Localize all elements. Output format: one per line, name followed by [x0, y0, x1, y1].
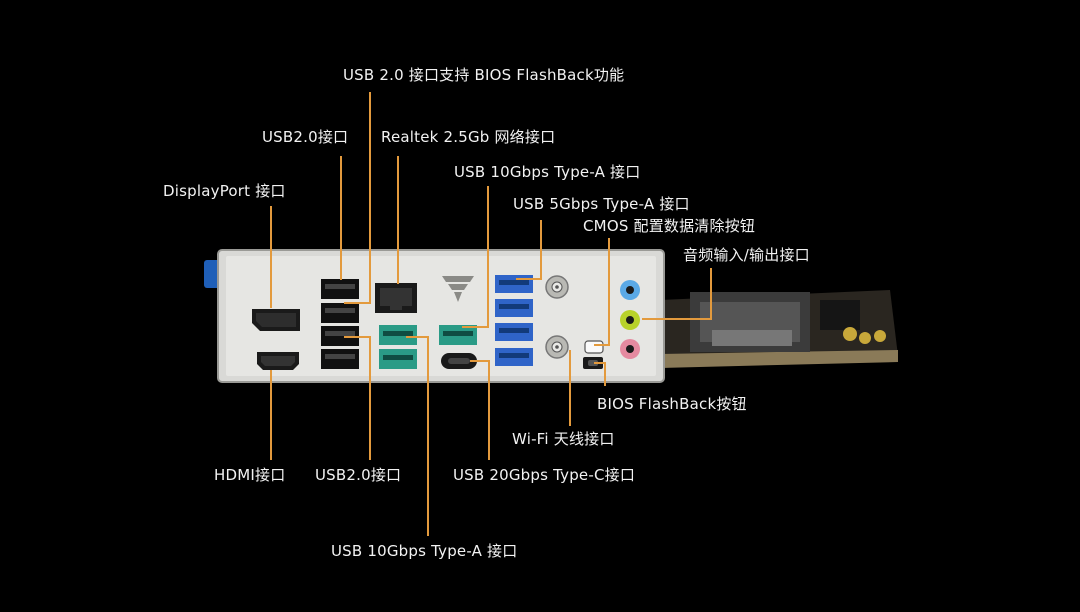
callout-line: [594, 344, 610, 346]
audio-jack-icon: [620, 280, 640, 300]
callout-line: [344, 302, 371, 304]
callout-line: [462, 326, 489, 328]
callout-line: [406, 336, 429, 338]
label-audio: 音频输入/输出接口: [683, 246, 810, 264]
logo-icon: [442, 276, 474, 302]
callout-line: [340, 156, 342, 280]
audio-jack-icon: [620, 339, 640, 359]
usb-port-icon: [439, 325, 477, 345]
label-bios-button: BIOS FlashBack按钮: [597, 395, 747, 413]
usb-port-icon: [321, 326, 359, 346]
callout-line: [569, 350, 571, 426]
callout-line: [604, 362, 606, 386]
wifi-antenna-icon: [545, 275, 569, 299]
label-usb20gbps-typec: USB 20Gbps Type-C接口: [453, 466, 636, 484]
callout-line: [608, 238, 610, 346]
button-icon: [583, 357, 603, 369]
label-usb20-bottom: USB2.0接口: [315, 466, 402, 484]
callout-line: [516, 278, 542, 280]
callout-line: [642, 318, 712, 320]
callout-line: [369, 338, 371, 460]
label-usb20-top: USB2.0接口: [262, 128, 349, 146]
hdmi-icon: [257, 352, 299, 370]
callout-line: [427, 336, 429, 536]
callout-line: [487, 186, 489, 328]
motherboard-pcb: [660, 290, 898, 368]
usb-port-icon: [495, 299, 533, 317]
callout-line: [344, 336, 371, 338]
usb-port-icon: [321, 279, 359, 299]
ethernet-icon: [375, 283, 417, 313]
usb-port-icon: [495, 348, 533, 366]
button-icon: [584, 340, 604, 354]
label-usb5: USB 5Gbps Type-A 接口: [513, 195, 690, 213]
label-realtek-lan: Realtek 2.5Gb 网络接口: [381, 128, 556, 146]
usb-c-icon: [441, 353, 477, 369]
callout-line: [470, 360, 490, 362]
callout-line: [540, 220, 542, 280]
callout-line: [270, 370, 272, 460]
usb-port-icon: [379, 325, 417, 345]
wifi-antenna-icon: [545, 335, 569, 359]
callout-line: [369, 92, 371, 304]
displayport-icon: [252, 309, 300, 331]
callout-line: [710, 268, 712, 320]
label-hdmi: HDMI接口: [214, 466, 286, 484]
label-wifi: Wi-Fi 天线接口: [512, 430, 615, 448]
label-usb2-bios-flashback: USB 2.0 接口支持 BIOS FlashBack功能: [343, 66, 625, 84]
usb-port-icon: [495, 275, 533, 293]
usb-port-icon: [379, 349, 417, 369]
callout-line: [488, 360, 490, 460]
label-displayport: DisplayPort 接口: [163, 182, 286, 200]
label-cmos: CMOS 配置数据清除按钮: [583, 217, 756, 235]
usb-port-icon: [321, 303, 359, 323]
label-usb10-bottom: USB 10Gbps Type-A 接口: [331, 542, 518, 560]
callout-line: [397, 156, 399, 284]
label-usb10-top: USB 10Gbps Type-A 接口: [454, 163, 641, 181]
usb-port-icon: [321, 349, 359, 369]
callout-line: [270, 206, 272, 308]
callout-line: [594, 362, 606, 364]
audio-jack-icon: [620, 310, 640, 330]
usb-port-icon: [495, 323, 533, 341]
